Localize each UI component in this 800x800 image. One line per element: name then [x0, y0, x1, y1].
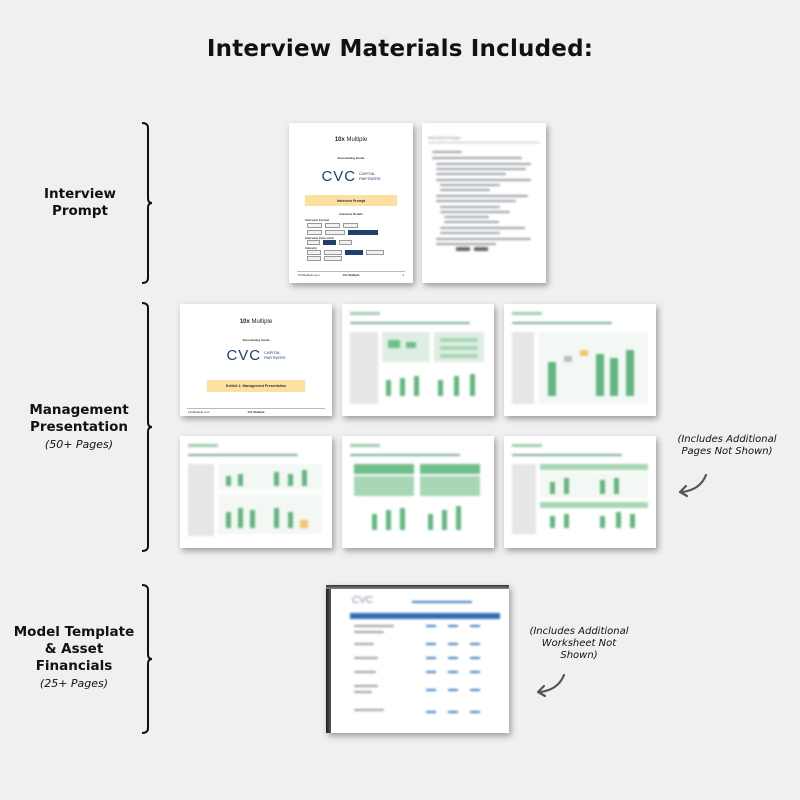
- time-limit-label: Interview Time Limit: [305, 236, 334, 240]
- additional-worksheet-note: (Includes Additional Worksheet Not Shown…: [520, 626, 638, 662]
- label-line: Prompt: [51, 203, 108, 219]
- industry-label: Industry: [305, 246, 317, 250]
- interview-prompt-cover-page: 10x Multiple Interviewing Guide CVC CAPI…: [289, 123, 413, 283]
- case-label: Interviewing Guide: [242, 338, 270, 342]
- bracket-icon: [140, 122, 152, 284]
- curved-arrow-icon: [532, 672, 568, 698]
- footer-brand: 10x Multiple: [247, 410, 265, 414]
- label-line: & Asset: [44, 641, 104, 657]
- management-presentation-banner: Exhibit 1: Management Presentation: [207, 380, 305, 392]
- format-options: [307, 230, 378, 235]
- section-label-management-presentation: Management Presentation (50+ Pages): [18, 402, 140, 454]
- label-line: Model Template: [13, 624, 135, 640]
- label-line: Interview: [44, 186, 116, 202]
- footer-divider: [187, 408, 325, 409]
- case-label: Interviewing Guide: [337, 156, 365, 160]
- bracket-icon: [140, 302, 152, 552]
- sheet-logo: CVC: [352, 595, 374, 606]
- label-line: Management: [29, 402, 129, 418]
- management-presentation-slide: [180, 436, 332, 548]
- footer-page: 1: [402, 273, 404, 277]
- page-count: (50+ Pages): [44, 438, 114, 451]
- label-line: Financials: [35, 658, 113, 674]
- details-label: Interview Details: [339, 212, 363, 216]
- note-line: Shown): [560, 650, 598, 661]
- management-presentation-cover-page: 10x Multiple Interviewing Guide CVC CAPI…: [180, 304, 332, 416]
- page-heading: Interview Prompt: [428, 135, 461, 140]
- footer-left: 10xMultiple.com: [188, 410, 210, 414]
- curved-arrow-icon: [674, 472, 710, 498]
- section-label-interview-prompt: Interview Prompt: [30, 186, 130, 220]
- industry-options: [307, 256, 342, 261]
- interview-prompt-banner: Interview Prompt: [305, 195, 397, 206]
- format-options: [307, 223, 358, 228]
- footer-left: 10xMultiple.com: [298, 273, 320, 277]
- section-label-model-template: Model Template & Asset Financials (25+ P…: [8, 624, 140, 693]
- note-line: (Includes Additional: [677, 434, 777, 445]
- note-line: Worksheet Not: [541, 638, 617, 649]
- industry-options: [307, 250, 384, 255]
- management-presentation-slide: [342, 436, 494, 548]
- footer-divider: [297, 271, 405, 272]
- brand-logo: 10x Multiple: [334, 137, 368, 143]
- additional-pages-note: (Includes Additional Pages Not Shown): [662, 434, 792, 458]
- note-line: Pages Not Shown): [681, 446, 773, 457]
- management-presentation-slide: [342, 304, 494, 416]
- model-template-spreadsheet: CVC: [326, 585, 509, 733]
- brand-logo: 10x Multiple: [239, 319, 273, 325]
- label-line: Presentation: [29, 419, 129, 435]
- bracket-icon: [140, 584, 152, 734]
- note-line: (Includes Additional: [529, 626, 629, 637]
- page-count: (25+ Pages): [39, 677, 109, 690]
- management-presentation-slide: [504, 436, 656, 548]
- time-options: [307, 240, 352, 245]
- format-label: Interview Format: [305, 218, 330, 222]
- page-title: Interview Materials Included:: [206, 36, 594, 62]
- footer-brand: 10x Multiple: [342, 273, 360, 277]
- interview-prompt-page-2: Interview Prompt: [422, 123, 546, 283]
- management-presentation-slide: [504, 304, 656, 416]
